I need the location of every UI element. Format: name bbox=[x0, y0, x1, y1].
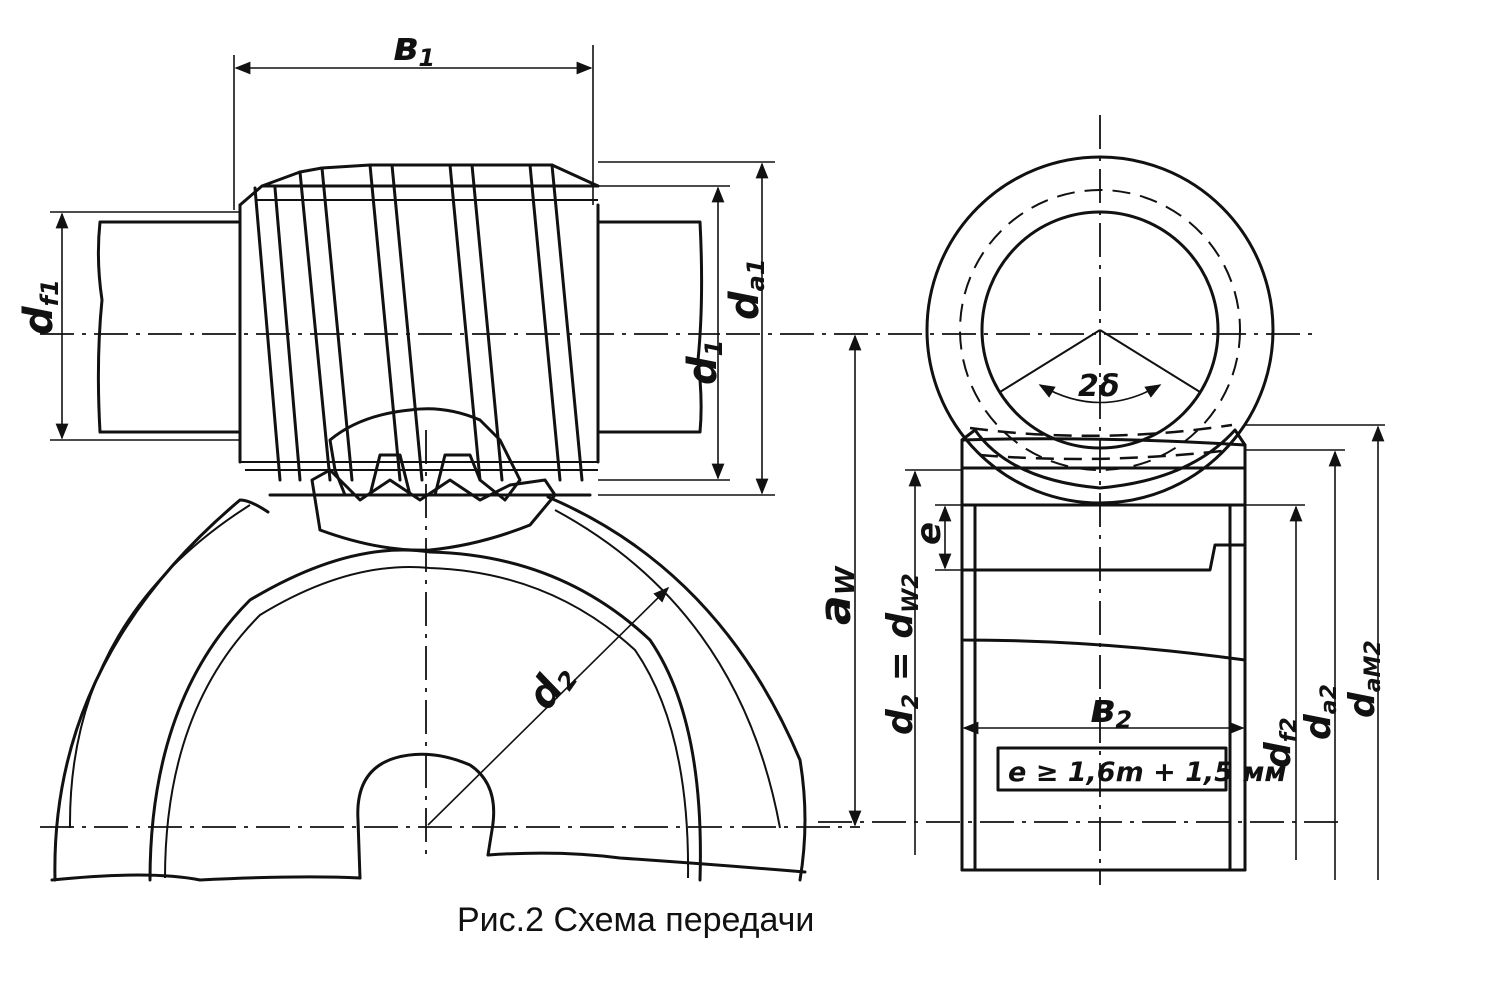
formula-box bbox=[996, 746, 1228, 792]
label-2-delta: 2δ bbox=[1078, 369, 1119, 404]
dim-df2 bbox=[1245, 504, 1305, 860]
label-d2-dw2: d2 = dW2 bbox=[880, 573, 924, 735]
worm-wheel bbox=[50, 495, 807, 882]
worm-threads bbox=[238, 163, 600, 497]
label-dam2: daM2 bbox=[1342, 640, 1386, 718]
dim-d1 bbox=[598, 185, 730, 481]
label-d1: d1 bbox=[680, 340, 728, 385]
wheel-rim-section bbox=[960, 423, 1247, 872]
wheel-tooth-section bbox=[310, 407, 557, 552]
label-d2: d2 bbox=[519, 654, 584, 719]
left-view bbox=[40, 45, 1340, 882]
dim-d2 bbox=[427, 586, 670, 826]
worm-section bbox=[925, 115, 1275, 885]
label-aw: aW bbox=[810, 565, 861, 625]
label-da1: da1 bbox=[722, 258, 770, 320]
label-df2: df2 bbox=[1258, 717, 1302, 768]
label-b2: в2 bbox=[1090, 686, 1132, 734]
dim-d2-dw2 bbox=[905, 469, 962, 855]
right-view bbox=[905, 115, 1385, 885]
label-df1: df1 bbox=[16, 279, 64, 335]
label-e: e bbox=[909, 522, 949, 545]
figure-caption: Рис.2 Схема передачи bbox=[457, 901, 814, 939]
dim-da1 bbox=[598, 161, 775, 496]
dim-da2 bbox=[1245, 449, 1345, 880]
dim-b1 bbox=[233, 45, 594, 210]
worm-shaft bbox=[96, 220, 704, 434]
label-b1: в1 bbox=[393, 24, 435, 72]
dim-dam2 bbox=[1245, 424, 1385, 880]
dim-df1 bbox=[50, 211, 240, 441]
label-da2: da2 bbox=[1298, 684, 1342, 740]
dim-e bbox=[935, 504, 965, 571]
formula-text: e ≥ 1,6m + 1,5 мм bbox=[1008, 757, 1287, 788]
